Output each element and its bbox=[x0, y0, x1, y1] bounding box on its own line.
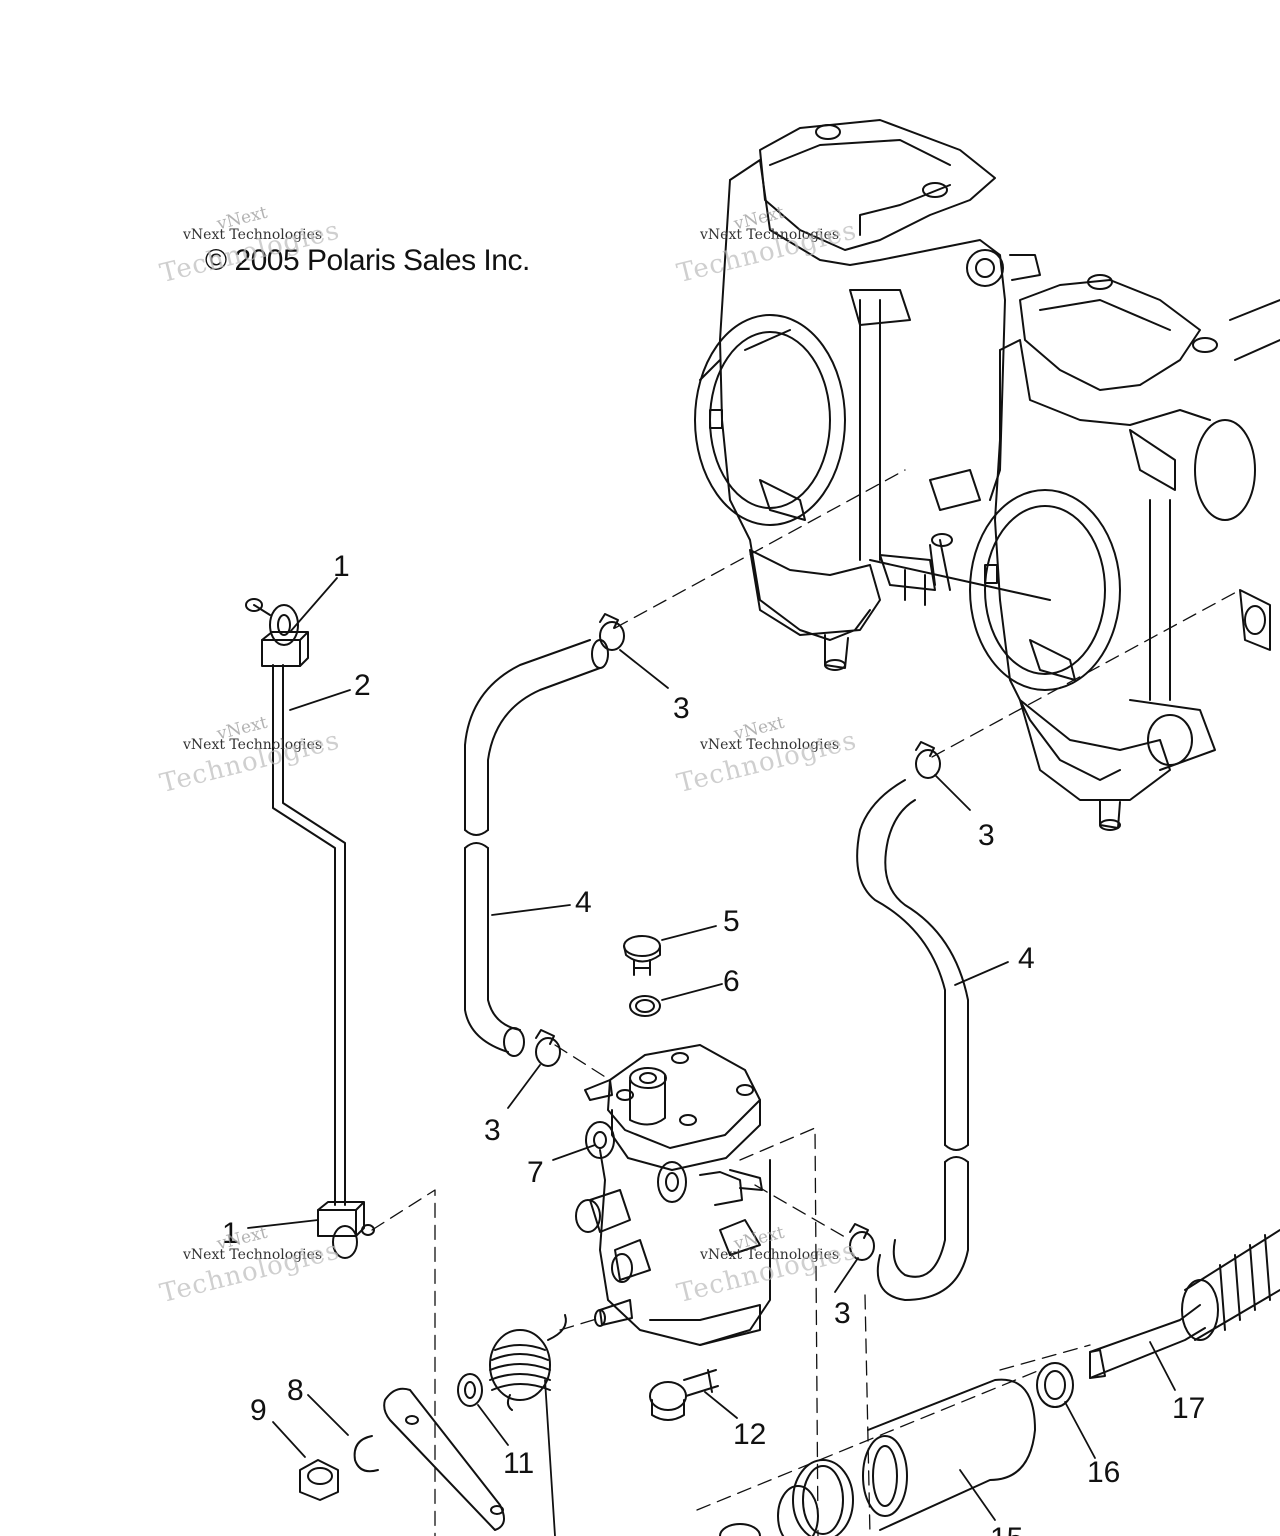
fuel-pump bbox=[575, 1044, 771, 1346]
pump-shaft-group bbox=[719, 1229, 1280, 1536]
callout-3-a: 3 bbox=[673, 692, 690, 725]
callout-5: 5 bbox=[723, 905, 740, 938]
bolt-12 bbox=[649, 1369, 719, 1421]
callout-3-d: 3 bbox=[834, 1297, 851, 1330]
callout-12: 12 bbox=[733, 1418, 766, 1451]
callout-2: 2 bbox=[354, 669, 371, 702]
callout-17: 17 bbox=[1172, 1392, 1205, 1425]
callout-7: 7 bbox=[527, 1156, 544, 1189]
throttle-rod bbox=[245, 598, 375, 1259]
guide-lines bbox=[371, 469, 1241, 1536]
callout-3-c: 3 bbox=[484, 1114, 501, 1147]
callout-4-right: 4 bbox=[1018, 942, 1035, 975]
fuel-hose-right bbox=[856, 779, 969, 1301]
callout-1-bottom: 1 bbox=[222, 1217, 239, 1250]
callout-16: 16 bbox=[1087, 1456, 1120, 1489]
callout-1-top: 1 bbox=[333, 550, 350, 583]
copyright-notice: © 2005 Polaris Sales Inc. bbox=[205, 244, 530, 277]
callout-9: 9 bbox=[250, 1394, 267, 1427]
callout-3-b: 3 bbox=[978, 819, 995, 852]
hose-clamps bbox=[535, 613, 941, 1261]
callout-11: 11 bbox=[503, 1447, 534, 1480]
callout-15: 15 bbox=[990, 1522, 1023, 1536]
callout-6: 6 bbox=[723, 965, 740, 998]
callout-labels: 1 2 1 3 3 3 3 4 4 5 6 7 8 9 11 12 15 16 … bbox=[222, 550, 1205, 1536]
bolt-and-washer bbox=[623, 935, 661, 1017]
callout-8: 8 bbox=[287, 1374, 304, 1407]
leader-lines bbox=[247, 577, 1176, 1536]
spring-and-linkage bbox=[299, 1314, 567, 1531]
fuel-hose-left bbox=[464, 639, 609, 1057]
callout-4-left: 4 bbox=[575, 886, 592, 919]
carburetor-assembly bbox=[694, 119, 1280, 831]
